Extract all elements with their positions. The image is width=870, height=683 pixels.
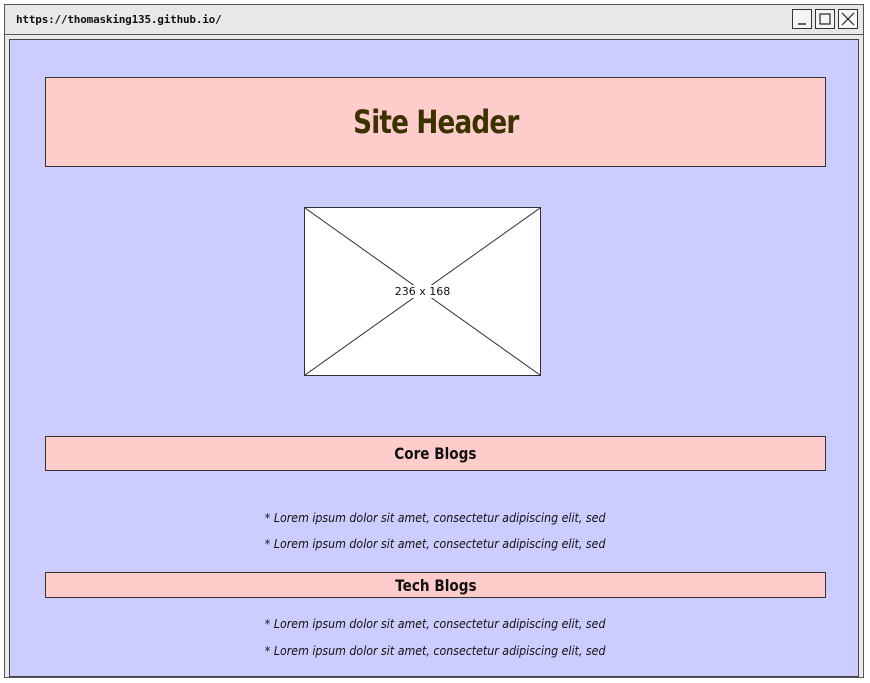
- list-item: * Lorem ipsum dolor sit amet, consectetu…: [264, 644, 606, 658]
- title-bar: https://thomasking135.github.io/: [5, 5, 863, 35]
- core-blogs-bar: Core Blogs: [45, 436, 826, 471]
- site-header-title: Site Header: [352, 103, 519, 141]
- list-item: * Lorem ipsum dolor sit amet, consectetu…: [264, 617, 606, 631]
- site-header: Site Header: [45, 77, 826, 167]
- maximize-button[interactable]: [815, 9, 835, 29]
- address-url[interactable]: https://thomasking135.github.io/: [16, 13, 222, 26]
- close-button[interactable]: [838, 9, 858, 29]
- tech-blogs-bar: Tech Blogs: [45, 572, 826, 598]
- core-blogs-title: Core Blogs: [394, 444, 477, 463]
- maximize-icon: [819, 13, 831, 25]
- close-icon: [841, 12, 855, 26]
- minimize-button[interactable]: [792, 9, 812, 29]
- image-placeholder: 236 x 168: [304, 207, 541, 376]
- minimize-icon: [798, 23, 806, 25]
- page-content: Site Header 236 x 168 Core Blogs * Lorem…: [9, 39, 859, 677]
- list-item: * Lorem ipsum dolor sit amet, consectetu…: [264, 537, 606, 551]
- image-size-label: 236 x 168: [392, 285, 453, 298]
- browser-window: https://thomasking135.github.io/ Site He…: [4, 4, 864, 678]
- list-item: * Lorem ipsum dolor sit amet, consectetu…: [264, 511, 606, 525]
- tech-blogs-title: Tech Blogs: [394, 575, 477, 595]
